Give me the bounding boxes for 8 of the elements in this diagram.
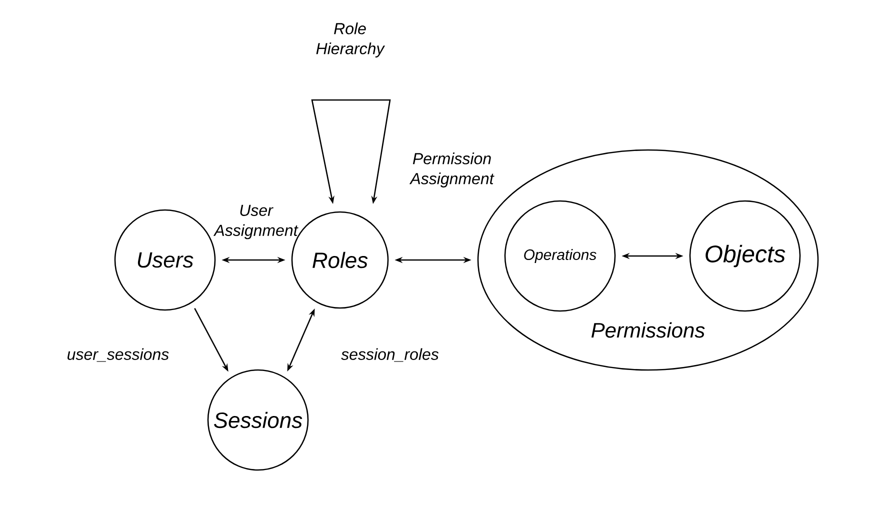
circle-node: Sessions (207, 369, 309, 471)
edge-label: User Assignment (213, 204, 298, 240)
circle-node: Operations (504, 200, 616, 312)
edge-label: Permission Assignment (409, 152, 494, 188)
edge-label: Role Hierarchy (316, 22, 386, 58)
edge-label: user_sessions (68, 348, 169, 362)
circle-node: Objects (689, 200, 801, 312)
edge-label: session_roles (341, 348, 439, 362)
